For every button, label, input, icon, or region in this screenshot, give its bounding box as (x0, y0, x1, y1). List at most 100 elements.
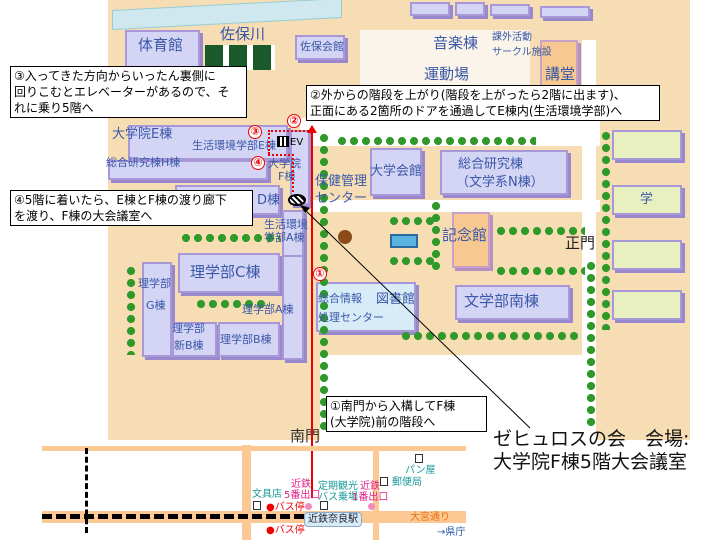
step2-line: ②外からの階段を上がり(階段を上がったら2階に出ます)、 (310, 88, 626, 102)
label-sci-b: 理学部B棟 (220, 333, 272, 346)
label-sci-newb: 新B棟 (174, 339, 204, 352)
campus-edge (600, 0, 690, 440)
trees (336, 135, 536, 147)
label-club: サークル施設 (492, 47, 552, 58)
label-gym: 体育館 (138, 36, 184, 54)
step3-line: 回りこむとエレベーターがあるので、そ (14, 85, 230, 99)
tennis-courts (205, 45, 275, 70)
building-sci-g (142, 262, 172, 357)
label-tour-bus: バス乗場 (318, 492, 358, 503)
trees (180, 232, 280, 244)
route-dotted (268, 154, 294, 156)
big-tree (338, 230, 352, 244)
tour-bus-marker (320, 501, 328, 510)
building-research-n (440, 150, 568, 195)
label-south-gate: 南門 (290, 427, 321, 445)
label-auditorium: 講堂 (545, 65, 576, 83)
label-life-a: 学部A棟 (264, 231, 305, 244)
dashed-line (85, 448, 88, 533)
step3-line: ③入ってきた方向からいったん裏側に (14, 69, 216, 83)
label-sci-g: 理学部 (138, 277, 171, 290)
label-main-gate: 正門 (565, 234, 596, 252)
elevator-icon (277, 136, 289, 147)
river-label: 佐保川 (220, 25, 266, 43)
label-bus-stop: ●バス停 (266, 502, 305, 513)
exit-marker (305, 503, 312, 510)
trees (388, 255, 436, 267)
step1-line: (大学院)前の階段へ (330, 415, 436, 429)
label-sci-newb: 理学部 (172, 322, 205, 335)
road (42, 446, 466, 451)
step3-callout: ③入ってきた方向からいったん裏側に 回りこむとエレベーターがあるので、そ れに乗… (10, 66, 247, 118)
trees (495, 265, 585, 277)
building-top (455, 2, 485, 16)
building-sci-b (218, 322, 280, 357)
label-grad-f: F棟 (278, 170, 296, 183)
step1-callout: ①南門から入構してF棟 (大学院)前の階段へ (326, 396, 487, 432)
step4-line: ④5階に着いたら、E棟とF棟の渡り廊下 (14, 193, 227, 207)
label-health: 保健管理 (315, 174, 368, 189)
label-station: 近鉄奈良駅 (304, 512, 362, 527)
step-marker-3: ③ (248, 125, 262, 139)
label-field: 運動場 (424, 65, 470, 83)
label-music: 音楽棟 (433, 34, 479, 52)
label-tour-bus: 定期観光 (318, 481, 358, 492)
label-post: 郵便局 (392, 477, 422, 488)
label-lit-south: 文学部南棟 (464, 292, 540, 310)
step1-line: ①南門から入構してF棟 (330, 399, 456, 413)
label-sahokaikan: 佐保会館 (300, 40, 344, 53)
building-top (410, 2, 450, 16)
label-exit5: 5番出口 (284, 490, 321, 501)
label-univ-hall: 大学会館 (370, 164, 423, 179)
building-sahokaikan (295, 35, 345, 60)
label-sci-a: 理学部A棟 (242, 303, 294, 316)
label-sci-g: G棟 (146, 299, 166, 312)
route-dotted (268, 130, 312, 132)
trees (388, 215, 436, 227)
venue-title: ゼヒュロスの会 会場: 大学院F棟5階大会議室 (493, 428, 689, 474)
step-marker-4: ④ (251, 156, 265, 170)
route-arrow (307, 125, 317, 133)
label-stationery: 文具店 (252, 489, 282, 500)
label-life-e: 生活環境学部E棟 (192, 139, 276, 152)
post-marker (380, 477, 388, 486)
step3-line: れに乗り5階へ (14, 101, 94, 115)
route-dotted (292, 154, 294, 192)
label-pref-office: →県庁 (437, 527, 466, 538)
label-exit1: 近鉄 (360, 481, 380, 492)
route-line (311, 132, 313, 498)
step2-line: 正面にある2箇所のドアを通過してE棟内(生活環境学部)へ (310, 104, 623, 118)
trees (195, 298, 270, 310)
route-dotted (268, 130, 270, 154)
trees (585, 260, 597, 430)
label-research-n: （文学系N棟） (456, 175, 544, 190)
label-health: センター (315, 191, 368, 206)
trees (125, 265, 137, 355)
bakery-marker (415, 454, 423, 463)
label-h: 総合研究棟H棟 (106, 156, 181, 169)
building-sci-c (178, 253, 280, 293)
step-marker-2: ② (287, 114, 301, 128)
building-top (490, 4, 530, 16)
trees (600, 130, 612, 330)
ev-label: EV (290, 137, 304, 148)
building-univ-hall (370, 148, 422, 196)
label-bakery: パン屋 (405, 465, 436, 476)
label-life-a: 生活環境 (264, 218, 308, 231)
label-bus-stop-2: ●バス停 (266, 525, 305, 536)
label-grad-f: 大学院 (268, 157, 301, 170)
railway (42, 514, 304, 519)
exit-marker (368, 503, 375, 510)
trees (400, 330, 580, 342)
label-sci-c: 理学部C棟 (190, 263, 261, 281)
label-exit1: 1番出口 (352, 492, 389, 503)
step4-callout: ④5階に着いたら、E棟とF棟の渡り廊下 を渡り、F棟の大会議室へ (10, 190, 253, 226)
road (242, 445, 251, 540)
label-library: 図書館 (376, 292, 416, 307)
building-h (108, 160, 268, 180)
label-memorial: 記念館 (442, 226, 488, 244)
building-east (612, 185, 682, 215)
label-grad-e: 大学院E棟 (112, 127, 173, 142)
step4-line: を渡り、F棟の大会議室へ (14, 209, 153, 223)
building-east (612, 240, 682, 270)
